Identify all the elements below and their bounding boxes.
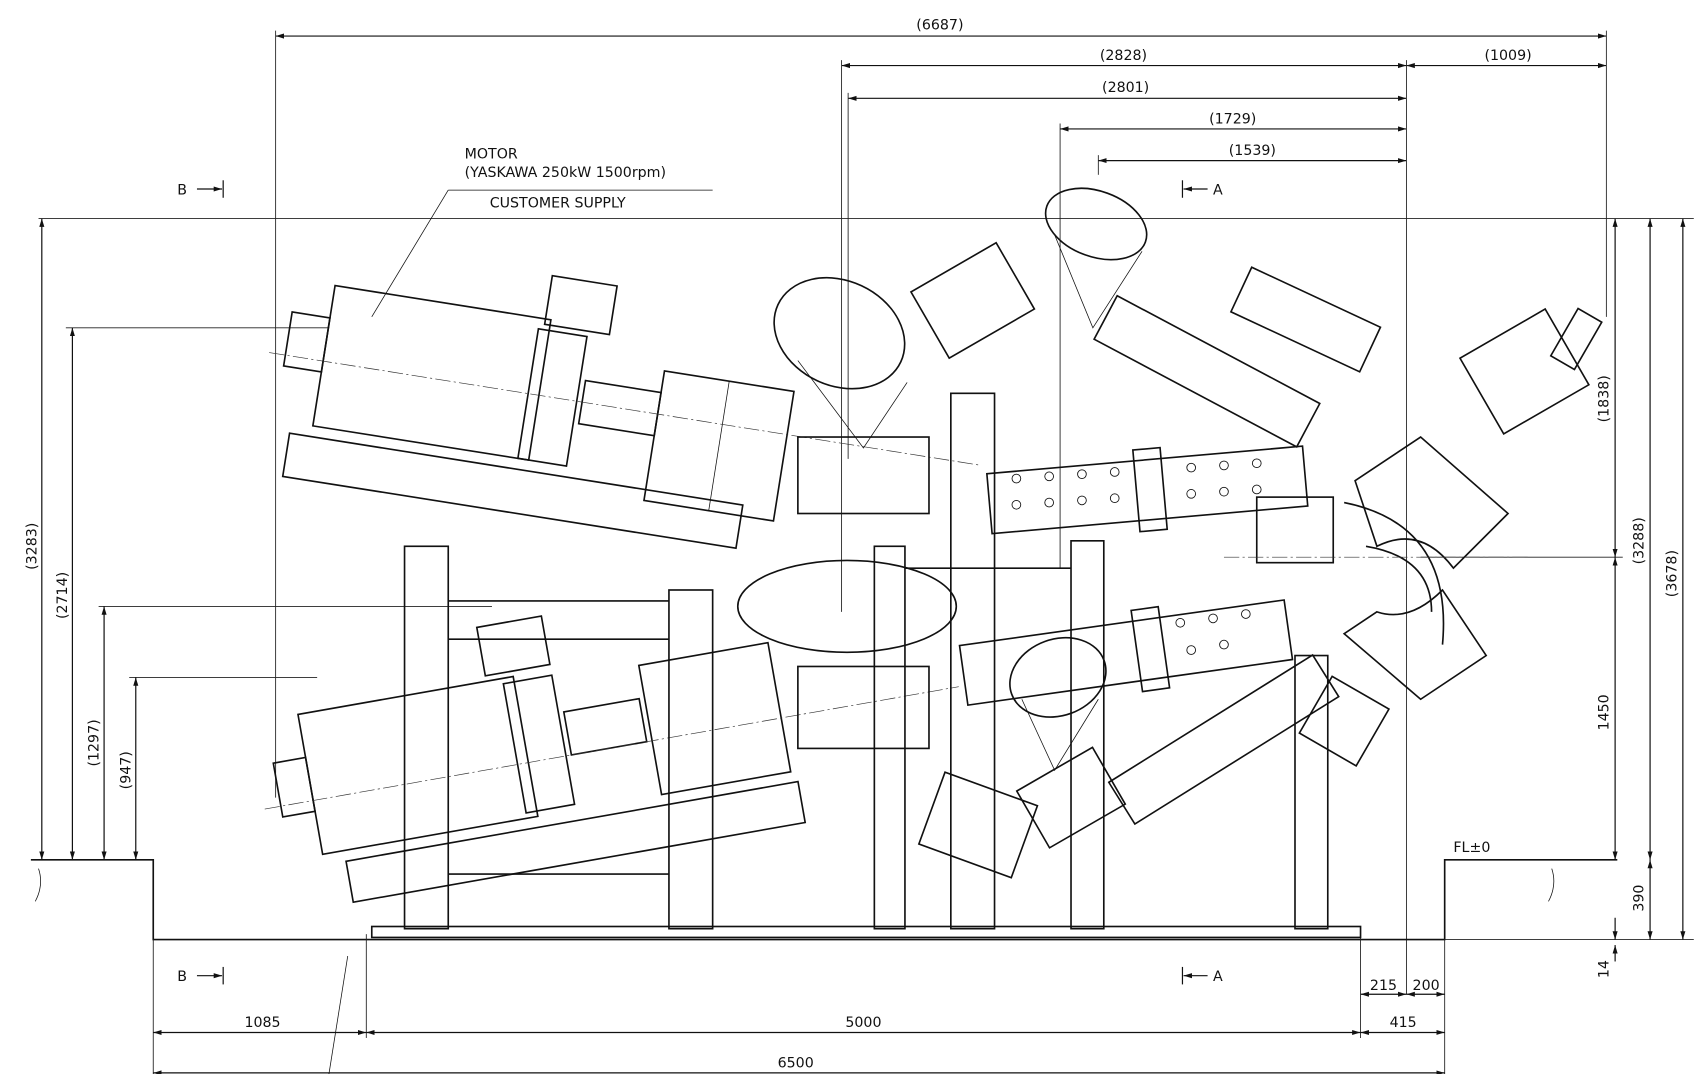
upper-motor bbox=[269, 274, 982, 550]
dim-947: (947) bbox=[118, 751, 134, 789]
dim-2828: (2828) bbox=[1100, 48, 1147, 64]
lower-motor bbox=[264, 615, 959, 904]
dim-1297: (1297) bbox=[87, 719, 103, 766]
section-a-bottom: A bbox=[1213, 969, 1223, 985]
section-a-top: A bbox=[1213, 182, 1223, 198]
motor-label: MOTOR bbox=[465, 146, 518, 162]
top-dimensions: (6687) (2828) (1009) (2801) (1729) (1539… bbox=[275, 17, 1607, 995]
section-marks: B B A A bbox=[177, 180, 1223, 985]
motor-spec: (YASKAWA 250kW 1500rpm) bbox=[465, 165, 666, 181]
dim-1729: (1729) bbox=[1209, 111, 1256, 127]
dim-3288: (3288) bbox=[1632, 517, 1648, 564]
feed-tubes bbox=[958, 294, 1340, 826]
dim-6687: (6687) bbox=[916, 17, 963, 33]
tube-holes bbox=[1011, 458, 1262, 655]
motor-note: MOTOR (YASKAWA 250kW 1500rpm) CUSTOMER S… bbox=[328, 146, 713, 1074]
dim-2801: (2801) bbox=[1102, 80, 1149, 96]
floor-level-label: FL±0 bbox=[1453, 840, 1490, 856]
hoppers bbox=[736, 187, 1148, 772]
floor-outline: FL±0 bbox=[30, 840, 1694, 941]
support-columns bbox=[370, 392, 1362, 939]
dim-2714: (2714) bbox=[55, 572, 71, 619]
discharge-elbow bbox=[1223, 266, 1603, 767]
dim-415: 415 bbox=[1390, 1015, 1417, 1031]
dim-5000: 5000 bbox=[845, 1015, 881, 1031]
feeder-units bbox=[797, 241, 1127, 879]
right-dimensions: (1838) 1450 (3288) 390 (3678) 14 bbox=[1597, 218, 1686, 978]
dim-1838: (1838) bbox=[1597, 375, 1613, 422]
dim-14: 14 bbox=[1597, 960, 1613, 978]
dim-1539: (1539) bbox=[1229, 143, 1276, 159]
dim-3678: (3678) bbox=[1664, 550, 1680, 597]
section-b-top: B bbox=[177, 182, 187, 198]
dim-200: 200 bbox=[1413, 978, 1440, 994]
dim-1009: (1009) bbox=[1484, 48, 1531, 64]
bottom-dimensions: 215 200 1085 5000 415 6500 bbox=[152, 934, 1446, 1074]
dim-1085: 1085 bbox=[244, 1015, 280, 1031]
section-b-bottom: B bbox=[177, 969, 187, 985]
left-dimensions: (3283) (2714) (1297) (947) bbox=[24, 218, 139, 860]
reference-lines bbox=[38, 218, 1694, 678]
dim-215: 215 bbox=[1370, 978, 1397, 994]
dim-1450: 1450 bbox=[1597, 694, 1613, 730]
dim-3283: (3283) bbox=[24, 523, 40, 570]
machine-assembly bbox=[264, 187, 1603, 939]
supply-note: CUSTOMER SUPPLY bbox=[490, 196, 626, 212]
dim-6500: 6500 bbox=[778, 1055, 814, 1071]
dim-390: 390 bbox=[1632, 885, 1648, 912]
